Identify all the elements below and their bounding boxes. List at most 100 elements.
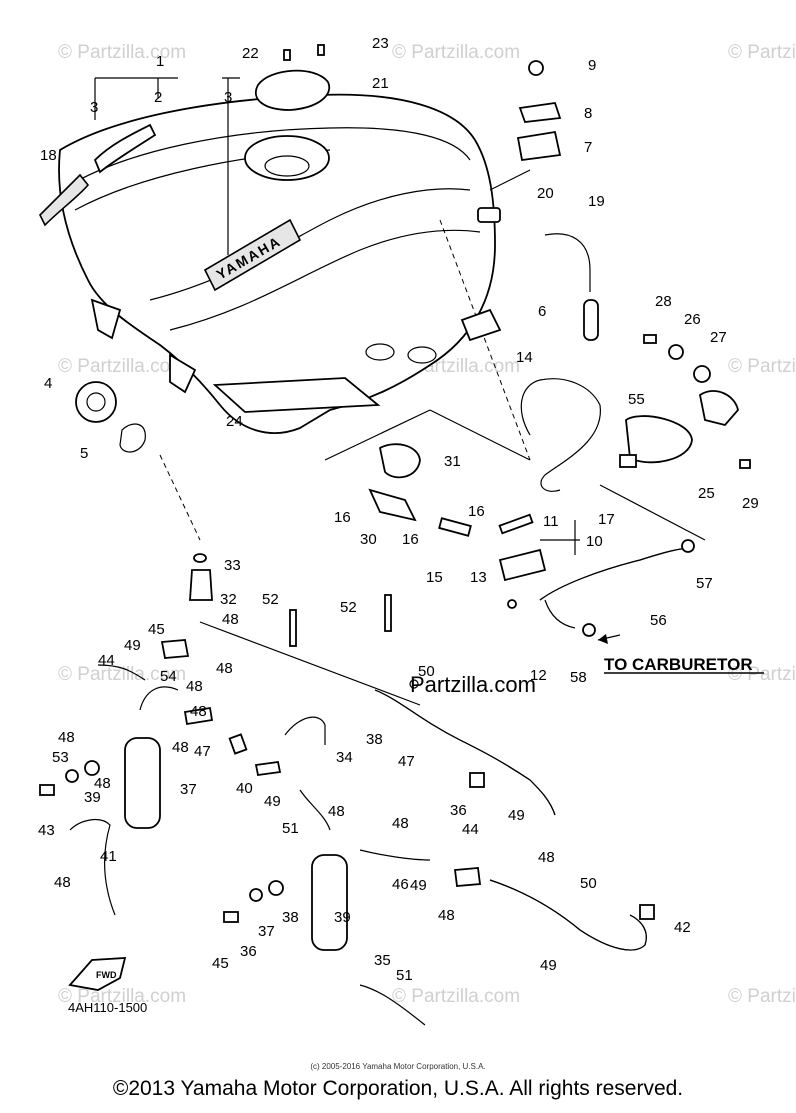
callout-number: 53	[52, 749, 69, 766]
filler-neck	[264, 155, 310, 177]
watermark-layer: © Partzilla.com © Partzilla.com © Partzi…	[58, 42, 796, 1007]
callout-number: 20	[537, 185, 554, 202]
callout-number: 24	[226, 413, 243, 430]
breather-hose	[544, 233, 591, 292]
callout-number: 50	[580, 875, 597, 892]
tank-damper	[516, 130, 562, 162]
watermark: © Partzilla.com	[392, 986, 520, 1007]
callout-number: 38	[366, 731, 383, 748]
center-watermark: Partzilla.com	[409, 672, 536, 697]
pump-collar	[668, 344, 684, 360]
callout-number: 34	[336, 749, 353, 766]
callout-number: 48	[94, 775, 111, 792]
fwd-label: FWD	[96, 970, 117, 980]
callout-number: 9	[588, 57, 596, 74]
fuel-hose-coil	[540, 404, 601, 492]
callout-number: 27	[710, 329, 727, 346]
callout-number: 49	[540, 957, 557, 974]
hose-to-carb-inner	[539, 547, 693, 601]
callout-number: 31	[444, 453, 461, 470]
callout-number: 3	[224, 89, 232, 106]
dashed-line	[159, 454, 201, 541]
callout-number: 18	[40, 147, 57, 164]
overflow-hose-inner	[489, 879, 647, 951]
leader-line	[199, 621, 421, 706]
callout-number: 28	[655, 293, 672, 310]
tank-hole	[407, 346, 437, 364]
callout-number: 49	[508, 807, 525, 824]
fuel-cock	[498, 548, 547, 582]
tank-mount-tab	[90, 298, 122, 340]
callout-number: 48	[186, 678, 203, 695]
fuel-pipe	[498, 513, 534, 535]
callout-number: 7	[584, 139, 592, 156]
hose-clamp	[582, 623, 596, 637]
callout-number: 48	[538, 849, 555, 866]
fuel-filter	[368, 488, 417, 522]
leader-line	[599, 484, 706, 541]
callout-number: 37	[258, 923, 275, 940]
callout-number: 45	[148, 621, 165, 638]
callout-number: 48	[216, 660, 233, 677]
overflow-hose	[489, 879, 647, 951]
breather-hose	[583, 299, 599, 341]
filler-opening	[244, 135, 330, 181]
callout-number: 16	[402, 531, 419, 548]
fwd-arrow: FWD	[68, 957, 127, 991]
pump-damper	[693, 365, 711, 383]
check-valve	[453, 867, 482, 887]
fuel-system	[368, 233, 751, 644]
callout-number: 5	[80, 445, 88, 462]
callout-number: 38	[282, 909, 299, 926]
watermark: © Partzilla.com	[728, 664, 796, 685]
tank-rear-bracket	[477, 207, 501, 223]
callout-number: 48	[58, 729, 75, 746]
pump-screw	[739, 459, 751, 469]
center-watermark-icon	[409, 679, 419, 689]
canister-bolt	[39, 784, 55, 796]
watermark: © Partzilla.com	[728, 986, 796, 1007]
callout-number: 47	[398, 753, 415, 770]
emblem-strip	[93, 123, 157, 174]
callout-number: 43	[38, 822, 55, 839]
callout-number: 42	[674, 919, 691, 936]
callout-number: 29	[742, 495, 759, 512]
callout-number: 37	[180, 781, 197, 798]
filler-cap	[255, 69, 331, 111]
callout-number: 39	[334, 909, 351, 926]
o-ring	[507, 599, 517, 609]
small-copyright: (c) 2005-2016 Yamaha Motor Corporation, …	[310, 1062, 486, 1071]
yamaha-emblem	[203, 218, 302, 292]
callout-number: 16	[468, 503, 485, 520]
callout-number: 48	[392, 815, 409, 832]
center-watermark-text: Partzilla.com	[410, 672, 536, 697]
leader-line	[489, 169, 531, 191]
hose-holder	[639, 904, 655, 920]
callout-number: 51	[396, 967, 413, 984]
callout-number: 22	[242, 45, 259, 62]
callout-number: 11	[543, 513, 559, 530]
callout-number: 32	[220, 591, 237, 608]
callout-number: 44	[98, 652, 115, 669]
callout-number: 12	[530, 667, 547, 684]
callout-number: 3	[90, 99, 98, 116]
tank-bottom-plate	[212, 377, 381, 413]
bracket-line	[429, 409, 531, 461]
callout-number: 13	[470, 569, 487, 586]
fwd-arrow-icon	[68, 957, 127, 991]
hose-clamp	[119, 423, 146, 453]
callout-number: 19	[588, 193, 605, 210]
callout-number: 54	[160, 668, 177, 685]
left-side-parts	[39, 123, 157, 453]
drain-hose	[69, 818, 116, 916]
check-valve	[160, 639, 190, 659]
band	[289, 609, 297, 647]
tank-hole	[365, 343, 395, 361]
canister-collar	[65, 769, 79, 783]
callout-number: 16	[334, 509, 351, 526]
vent-hose	[299, 789, 331, 831]
canister-damper	[268, 880, 284, 896]
pump-bolt	[643, 334, 657, 344]
callout-number: 49	[410, 877, 427, 894]
callout-number: 52	[262, 591, 279, 608]
